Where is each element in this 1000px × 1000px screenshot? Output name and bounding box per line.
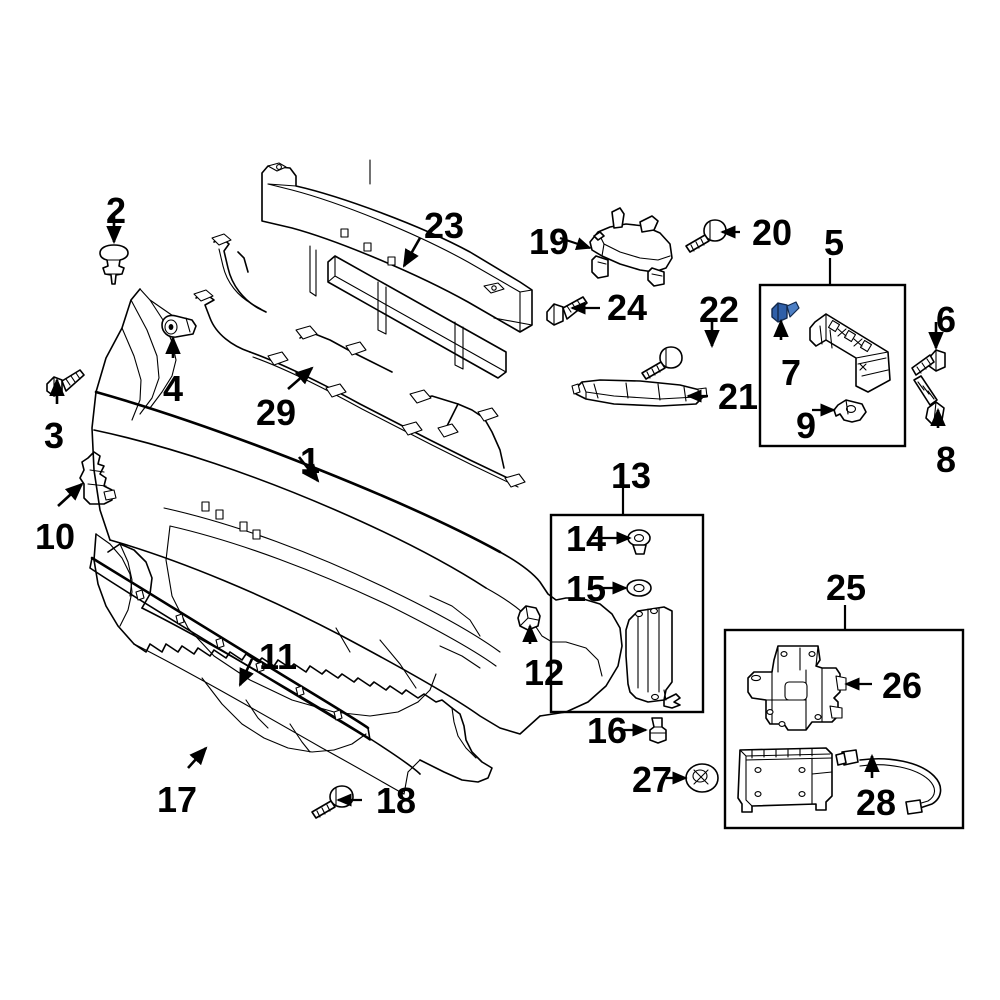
part-18-screw — [311, 785, 354, 819]
part-14-screw-grommet — [627, 529, 651, 555]
callout-number-28: 28 — [856, 782, 897, 823]
callout-number-23: 23 — [424, 205, 465, 246]
part-15-washer — [626, 579, 652, 597]
part-19-reinforcement-bracket — [589, 207, 673, 287]
part-22-screw — [641, 346, 683, 380]
part-4-grommet — [161, 314, 197, 338]
callout-number-18: 18 — [376, 780, 417, 821]
callout-number-13: 13 — [611, 455, 652, 496]
callout-number-26: 26 — [882, 665, 923, 706]
part-21-absorber — [571, 379, 708, 407]
group-box-25 — [723, 605, 965, 830]
callout-number-14: 14 — [566, 518, 607, 559]
callout-number-8: 8 — [936, 439, 957, 480]
callout-number-9: 9 — [796, 405, 817, 446]
callout-number-11: 11 — [259, 636, 298, 677]
callout-number-15: 15 — [566, 568, 607, 609]
part-5-bracket-assembly — [771, 301, 891, 423]
callout-number-3: 3 — [44, 415, 65, 456]
part-7-highlighted-bolt — [771, 301, 800, 323]
callout-number-20: 20 — [752, 212, 793, 253]
part-24-bolt — [546, 296, 588, 326]
part-6-bolt — [911, 349, 946, 376]
part-17-lower-molding — [89, 556, 371, 741]
part-10-side-bracket — [79, 451, 117, 505]
part-25-module-kit — [737, 645, 942, 815]
callout-number-16: 16 — [587, 710, 628, 751]
part-11-lower-valance — [93, 533, 493, 795]
part-27-nut — [685, 763, 719, 793]
callout-number-21: 21 — [718, 376, 759, 417]
callout-number-4: 4 — [163, 368, 184, 409]
part-23-impact-bar — [261, 159, 533, 379]
callout-number-24: 24 — [607, 287, 648, 328]
callout-number-19: 19 — [529, 221, 570, 262]
callout-arrows — [49, 215, 946, 807]
group-box-13 — [549, 486, 705, 714]
callout-number-6: 6 — [936, 299, 957, 340]
part-29-wiring-harness — [193, 233, 526, 488]
callout-number-7: 7 — [781, 352, 802, 393]
part-16-stud — [649, 717, 667, 744]
callout-number-1: 1 — [300, 440, 321, 481]
callout-number-12: 12 — [524, 652, 565, 693]
callout-number-22: 22 — [699, 289, 740, 330]
callout-number-25: 25 — [826, 567, 867, 608]
part-1-bumper-cover — [91, 288, 623, 735]
callout-number-10: 10 — [35, 516, 76, 557]
part-3-bolt — [46, 369, 85, 397]
callout-number-27: 27 — [632, 759, 673, 800]
callout-number-5: 5 — [824, 222, 845, 263]
part-2-retainer-clip — [99, 244, 129, 285]
callout-number-2: 2 — [106, 190, 127, 231]
part-8-bolt — [913, 375, 945, 425]
part-13-bracket-kit — [625, 529, 681, 709]
group-box-5 — [758, 258, 907, 448]
callout-number-17: 17 — [157, 779, 198, 820]
callout-number-29: 29 — [256, 392, 297, 433]
part-20-screw — [685, 219, 727, 253]
